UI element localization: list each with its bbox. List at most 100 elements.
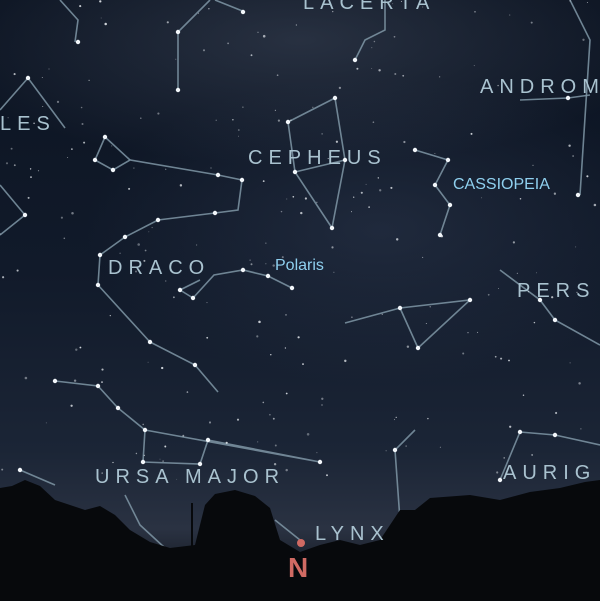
faint-star (316, 201, 318, 203)
faint-star (371, 67, 373, 69)
faint-star (99, 0, 102, 3)
faint-star (41, 77, 43, 78)
star (115, 405, 121, 411)
faint-star (578, 382, 581, 385)
faint-star (373, 40, 376, 43)
horizon-silhouette (0, 480, 600, 601)
faint-star (527, 291, 530, 293)
faint-star (390, 186, 393, 189)
star (392, 447, 398, 453)
faint-star (530, 21, 533, 24)
faint-star (165, 168, 167, 170)
faint-star (522, 394, 525, 397)
faint-star (402, 74, 405, 77)
faint-star (206, 302, 208, 304)
star (75, 39, 81, 45)
star (552, 317, 558, 323)
star (285, 119, 291, 125)
faint-star (553, 192, 557, 195)
star (92, 157, 98, 163)
label-ursa-major: URSA MAJOR (95, 466, 286, 488)
faint-star (316, 452, 318, 454)
faint-star (13, 73, 16, 76)
faint-star (208, 8, 210, 10)
faint-star (379, 189, 382, 192)
faint-star (372, 121, 375, 123)
faint-star (227, 42, 229, 45)
faint-star (257, 31, 259, 33)
star (102, 134, 108, 140)
constellation-line-auriga-2 (499, 431, 521, 481)
star (97, 252, 103, 258)
faint-star (164, 445, 167, 448)
faint-star (586, 175, 589, 178)
constellation-line-lacerta-2 (214, 0, 246, 13)
constellation-line-ursa-major-3 (124, 494, 166, 549)
faint-star (33, 122, 35, 125)
faint-star (5, 162, 9, 165)
faint-star (360, 191, 363, 194)
faint-star (555, 411, 558, 415)
faint-star (306, 433, 310, 436)
constellation-line-perseus-2 (499, 269, 600, 346)
faint-star (496, 471, 499, 474)
label-cassiopeia: CASSIOPEIA (453, 176, 550, 193)
faint-star (277, 119, 280, 122)
faint-star (182, 434, 185, 437)
faint-star (206, 336, 209, 339)
star (52, 378, 58, 384)
star (537, 297, 543, 303)
faint-star (312, 106, 314, 108)
faint-star (63, 237, 66, 240)
star (147, 339, 153, 345)
star (517, 429, 523, 435)
constellation-line-cepheus (287, 96, 346, 231)
faint-star (144, 249, 147, 252)
label-cepheus: CEPHEUS (248, 147, 387, 169)
compass-north[interactable]: N (288, 552, 309, 583)
faint-star (7, 117, 9, 119)
faint-star (80, 106, 83, 109)
faint-star (395, 416, 397, 419)
star (175, 87, 181, 93)
faint-star (378, 69, 381, 72)
faint-star (112, 461, 114, 464)
faint-star (302, 363, 304, 366)
faint-star (237, 129, 240, 131)
faint-star (304, 197, 308, 200)
faint-star (300, 211, 303, 215)
faint-star (438, 235, 441, 237)
faint-star (569, 0, 571, 2)
label-lacerta: LACERTA (303, 0, 436, 14)
constellation-line-perseus (344, 298, 473, 350)
faint-star (179, 184, 183, 187)
faint-star (242, 106, 244, 108)
faint-star (509, 425, 512, 428)
label-perseus: PERS (517, 280, 596, 302)
constellation-line-draco-head (104, 136, 131, 161)
faint-star (572, 155, 574, 157)
faint-star (332, 10, 334, 13)
faint-star (434, 153, 436, 155)
star (575, 192, 581, 198)
faint-star (508, 359, 510, 362)
faint-star (470, 132, 473, 135)
faint-star (338, 86, 342, 90)
faint-star (24, 376, 28, 380)
star (155, 217, 161, 223)
faint-star (10, 147, 13, 150)
star (175, 29, 181, 35)
constellation-line-ursa-major (54, 380, 321, 465)
star (317, 459, 323, 465)
faint-star (353, 196, 355, 198)
faint-star (512, 241, 516, 244)
faint-star (286, 198, 288, 200)
faint-star (83, 141, 86, 144)
star (95, 282, 101, 288)
star (17, 467, 23, 473)
faint-star (473, 65, 475, 67)
star (192, 362, 198, 368)
faint-star (575, 246, 577, 248)
faint-star (159, 458, 161, 460)
